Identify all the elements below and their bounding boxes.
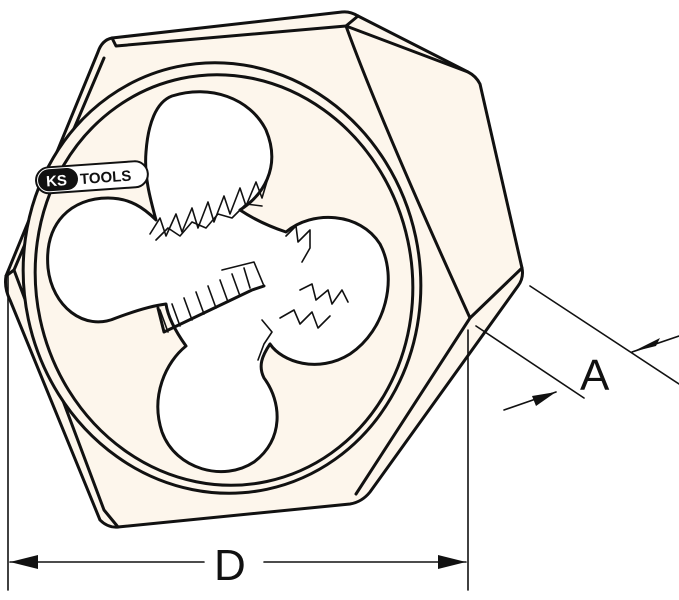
logo-ks-block bbox=[38, 168, 79, 192]
chip-face bbox=[156, 284, 266, 334]
thread-lower-teeth bbox=[159, 261, 265, 333]
hex-edge-bottom-right bbox=[354, 316, 472, 496]
dim-a-extension-lower bbox=[475, 325, 585, 399]
dim-a-label: A bbox=[580, 351, 610, 400]
die-holes bbox=[46, 90, 390, 474]
dim-a-arrow-lower bbox=[532, 392, 556, 406]
hex-edge-top-right bbox=[344, 24, 470, 74]
dimension-a: A bbox=[475, 285, 679, 411]
logo-ks-text: KS bbox=[46, 172, 68, 190]
dim-a-extension-upper bbox=[529, 285, 679, 385]
dim-d-arrow-right bbox=[438, 555, 466, 569]
thread-upper bbox=[149, 177, 269, 237]
thread-lower-flank bbox=[257, 319, 273, 361]
thread-upper-inner bbox=[155, 203, 263, 241]
hex-edge-top bbox=[110, 14, 360, 48]
dim-d-arrow-left bbox=[10, 555, 38, 569]
thread-right bbox=[285, 225, 349, 305]
front-face-inner-rim bbox=[33, 73, 415, 487]
dim-d-label: D bbox=[214, 541, 246, 590]
die-cutout bbox=[46, 90, 390, 474]
logo-tools-text: TOOLS bbox=[79, 168, 131, 189]
dim-a-arrow-upper bbox=[632, 338, 660, 352]
ks-tools-logo: KS TOOLS bbox=[35, 160, 149, 195]
thread-right-lower bbox=[279, 309, 331, 329]
hex-edge-right bbox=[344, 24, 524, 320]
dimension-d: D bbox=[7, 269, 469, 591]
